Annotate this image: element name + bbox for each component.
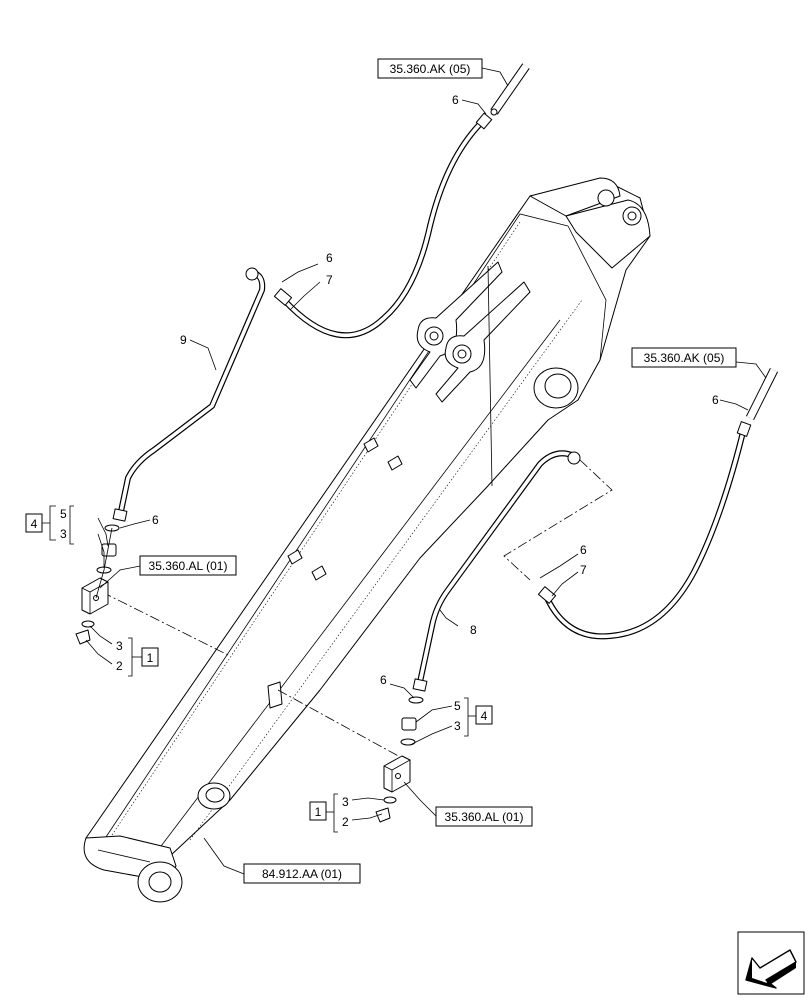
callout-numbers: 6 6 7 9 6 6 7 8 5 3 6 4 3 2 1 6 5 3 4 3 … bbox=[25, 93, 719, 833]
svg-text:3: 3 bbox=[116, 639, 123, 653]
svg-text:5: 5 bbox=[60, 507, 67, 521]
svg-text:6: 6 bbox=[326, 251, 333, 265]
ref-arm[interactable]: 84.912.AA (01) bbox=[243, 863, 361, 884]
svg-text:6: 6 bbox=[712, 393, 719, 407]
center-lines bbox=[101, 459, 613, 759]
ref-hose-upper-left[interactable]: 35.360.AK (05) bbox=[377, 58, 483, 79]
svg-text:6: 6 bbox=[580, 543, 587, 557]
arrow-previous-icon[interactable] bbox=[737, 931, 805, 995]
svg-text:8: 8 bbox=[470, 623, 477, 637]
svg-text:2: 2 bbox=[116, 659, 123, 673]
hose-right bbox=[537, 367, 779, 640]
leader-lines bbox=[85, 67, 767, 875]
ref-block-right[interactable]: 35.360.AL (01) bbox=[435, 806, 533, 827]
hose-left-upper bbox=[273, 63, 530, 339]
tube-8 bbox=[412, 450, 581, 692]
left-fitting-stack bbox=[75, 524, 120, 645]
boom-arm bbox=[83, 177, 651, 903]
svg-text:7: 7 bbox=[580, 563, 587, 577]
svg-text:3: 3 bbox=[60, 527, 67, 541]
svg-text:84.912.AA (01): 84.912.AA (01) bbox=[262, 867, 342, 881]
svg-text:5: 5 bbox=[454, 699, 461, 713]
svg-text:6: 6 bbox=[152, 513, 159, 527]
svg-text:3: 3 bbox=[454, 719, 461, 733]
ref-block-left[interactable]: 35.360.AL (01) bbox=[139, 555, 237, 576]
svg-text:35.360.AL (01): 35.360.AL (01) bbox=[445, 810, 524, 824]
svg-text:35.360.AL (01): 35.360.AL (01) bbox=[149, 559, 228, 573]
svg-text:2: 2 bbox=[342, 815, 349, 829]
tube-9 bbox=[112, 267, 266, 522]
svg-text:9: 9 bbox=[180, 333, 187, 347]
svg-text:6: 6 bbox=[380, 673, 387, 687]
right-fitting-stack bbox=[375, 696, 424, 823]
svg-text:7: 7 bbox=[326, 273, 333, 287]
svg-text:35.360.AK (05): 35.360.AK (05) bbox=[644, 351, 725, 365]
svg-text:4: 4 bbox=[481, 709, 488, 723]
svg-text:35.360.AK (05): 35.360.AK (05) bbox=[390, 62, 471, 76]
svg-text:1: 1 bbox=[315, 805, 322, 819]
ref-hose-upper-right[interactable]: 35.360.AK (05) bbox=[631, 347, 737, 368]
svg-text:3: 3 bbox=[342, 795, 349, 809]
svg-text:6: 6 bbox=[452, 93, 459, 107]
svg-text:4: 4 bbox=[31, 517, 38, 531]
svg-text:1: 1 bbox=[147, 651, 154, 665]
